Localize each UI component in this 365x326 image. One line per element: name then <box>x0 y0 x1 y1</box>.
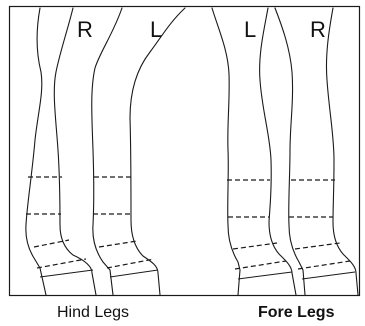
leg-hind-right-letter: R <box>77 17 93 42</box>
leg-fore-right-hoof-band <box>302 272 355 279</box>
leg-hind-right-coronet-marking <box>37 259 86 268</box>
leg-hind-left-letter: L <box>150 17 162 42</box>
leg-hind-right-outline <box>26 8 96 295</box>
leg-fore-right-outline <box>275 8 358 295</box>
leg-hind-right-hoof-band <box>40 270 93 277</box>
leg-fore-left: L <box>212 8 296 295</box>
leg-hind-left-hoof-band <box>110 270 158 277</box>
fore-legs-caption: Fore Legs <box>258 304 334 322</box>
leg-fore-left-coronet-marking <box>235 261 286 269</box>
hind-legs-caption: Hind Legs <box>57 304 129 322</box>
leg-hind-left-coronet-marking <box>107 259 154 268</box>
leg-hind-right: R <box>26 8 96 295</box>
leg-fore-right: R <box>275 8 358 295</box>
leg-fore-right-letter: R <box>310 17 326 42</box>
leg-hind-left-pastern-marking <box>99 241 137 247</box>
leg-fore-left-hoof-band <box>238 272 292 279</box>
leg-fore-left-outline <box>212 8 296 295</box>
leg-fore-right-coronet-marking <box>298 261 350 269</box>
leg-fore-left-letter: L <box>244 17 256 42</box>
leg-fore-left-pastern-marking <box>233 243 277 249</box>
leg-fore-right-pastern-marking <box>295 243 340 249</box>
leg-hind-left: L <box>92 8 185 295</box>
leg-hind-left-outline <box>92 8 185 295</box>
